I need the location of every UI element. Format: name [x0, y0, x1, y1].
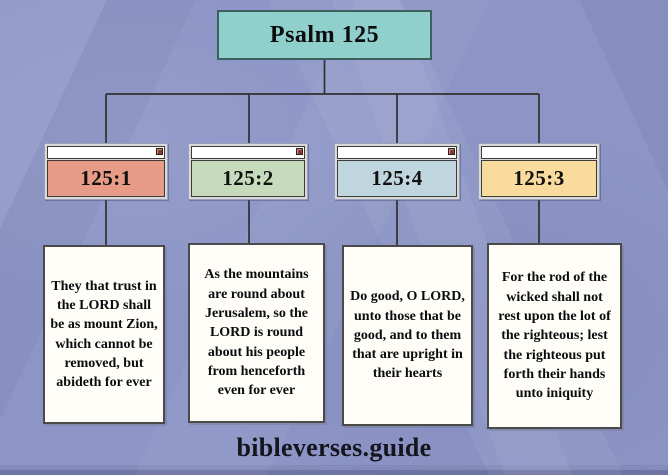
verse-text: For the rod of the wicked shall not rest…: [498, 270, 611, 402]
verse-label: 125:1: [80, 166, 132, 190]
verse-header-panel: 125:1: [47, 160, 165, 197]
verse-header-panel: 125:3: [481, 160, 597, 197]
verse-header-panel: 125:2: [191, 160, 305, 197]
verse-text: They that trust in the LORD shall be as …: [50, 278, 158, 391]
window-titlebar: [47, 146, 165, 159]
window-titlebar: [191, 146, 305, 159]
verse-text-box-125-4: Do good, O LORD, unto those that be good…: [342, 245, 473, 426]
window-close-icon[interactable]: [156, 148, 163, 155]
window-titlebar: [337, 146, 457, 159]
verse-text-box-125-1: They that trust in the LORD shall be as …: [43, 245, 165, 424]
verse-window-125-1: 125:1: [44, 143, 168, 200]
verse-text: Do good, O LORD, unto those that be good…: [350, 289, 465, 382]
window-close-icon[interactable]: [296, 148, 303, 155]
verse-text-box-125-2: As the mountains are round about Jerusal…: [188, 243, 325, 423]
verse-text-box-125-3: For the rod of the wicked shall not rest…: [487, 243, 622, 429]
verse-label: 125:2: [222, 166, 274, 190]
window-titlebar: [481, 146, 597, 159]
verse-window-125-3: 125:3: [478, 143, 600, 200]
tree-connector-path: [105, 60, 540, 246]
verse-window-125-2: 125:2: [188, 143, 308, 200]
verse-header-panel: 125:4: [337, 160, 457, 197]
verse-text: As the mountains are round about Jerusal…: [204, 267, 309, 399]
window-close-icon[interactable]: [448, 148, 455, 155]
site-brand: bibleverses.guide: [236, 433, 432, 462]
verse-label: 125:4: [371, 166, 423, 190]
root-node-psalm-125: Psalm 125: [217, 10, 432, 60]
root-node-label: Psalm 125: [269, 21, 380, 48]
verse-label: 125:3: [513, 166, 565, 190]
verse-window-125-4: 125:4: [334, 143, 460, 200]
